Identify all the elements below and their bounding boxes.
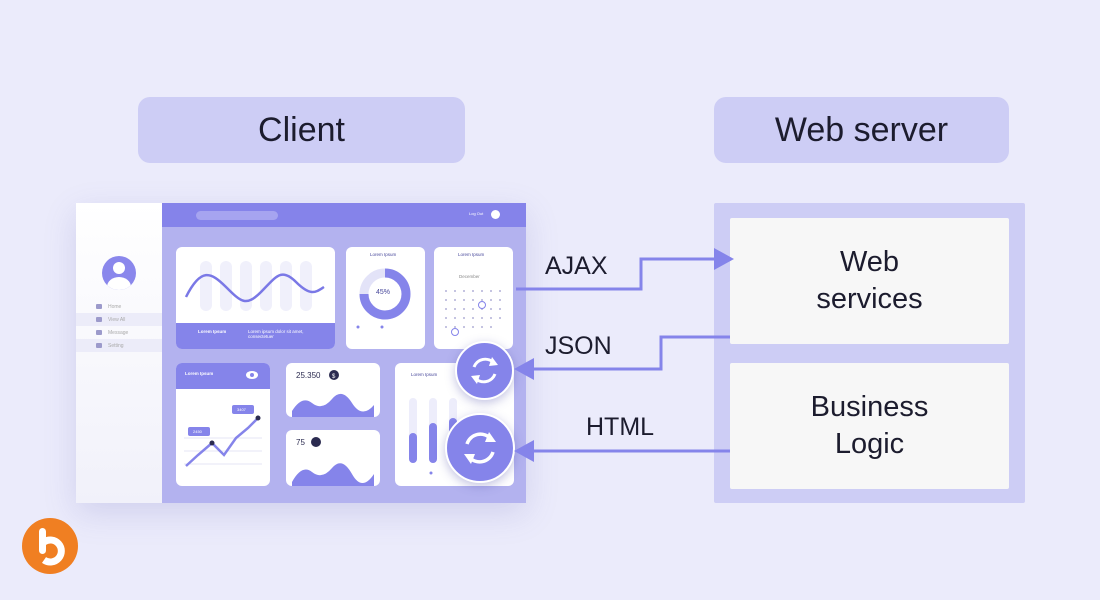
business-logic-box: Business Logic: [730, 363, 1009, 489]
calendar-grid: [445, 290, 501, 336]
business-logic-label: Business Logic: [810, 391, 929, 460]
sidebar-item-label: View All: [108, 316, 126, 323]
svg-text:$: $: [332, 374, 336, 380]
ajax-label: AJAX: [545, 252, 608, 280]
html-label: HTML: [586, 413, 655, 441]
sidebar-item-label: Message: [108, 329, 129, 336]
ajax-arrowhead: [714, 248, 734, 270]
stat-value: 25.350: [296, 371, 321, 380]
sidebar-item-label: Setting: [108, 342, 124, 349]
card-title: Lorem Ipsum: [370, 252, 397, 257]
web-server-header: Web server: [714, 97, 1009, 163]
calendar-card: Lorem Ipsum December: [434, 247, 513, 349]
card-title: Lorem Ipsum: [185, 371, 214, 376]
json-arrowhead: [514, 358, 534, 380]
stat-value: 75: [296, 438, 305, 447]
calendar-month: December: [459, 274, 480, 279]
stat-card-a: 25.350 $: [286, 363, 380, 417]
donut-chart-card: Lorem Ipsum 45%: [346, 247, 425, 349]
sidebar-item-label: Home: [108, 303, 122, 310]
donut-value: 45%: [376, 289, 391, 296]
search-icon: [196, 211, 278, 220]
card-title: Lorem Ipsum: [198, 329, 227, 334]
user-icon: [491, 210, 500, 219]
line-tag: 2450: [193, 429, 202, 434]
dashboard-sidebar: Home View All Message Setting: [76, 203, 162, 503]
ajax-arrow: [516, 257, 716, 291]
logout-label: Log Out: [469, 211, 484, 216]
html-arrowhead: [514, 440, 534, 462]
user-avatar-icon: [102, 256, 136, 290]
stat-card-b: 75: [286, 430, 380, 486]
sync-icon: [445, 413, 515, 483]
client-header: Client: [138, 97, 465, 163]
json-label: JSON: [545, 332, 612, 360]
card-title: Lorem Ipsum: [411, 372, 438, 377]
brand-logo-icon: [22, 518, 78, 574]
dollar-icon: [329, 370, 339, 380]
sidebar-item-setting: Setting: [76, 339, 162, 352]
web-services-label: Web services: [816, 246, 923, 315]
card-title: Lorem Ipsum: [458, 252, 485, 257]
sidebar-item-home: Home: [76, 300, 162, 313]
json-arrow: [532, 335, 730, 371]
line-tag: 3407: [237, 407, 246, 412]
line-chart-card: Lorem Ipsum 2450 3407: [176, 363, 270, 486]
sync-icon: [455, 341, 514, 400]
wave-chart-card: Lorem Ipsum Lorem ipsum dolor sit amet, …: [176, 247, 335, 349]
sidebar-item-view-all: View All: [76, 313, 162, 326]
card-subtitle: Lorem ipsum dolor sit amet, consectetuer: [248, 329, 304, 339]
sidebar-item-message: Message: [76, 326, 162, 339]
web-services-box: Web services: [730, 218, 1009, 344]
